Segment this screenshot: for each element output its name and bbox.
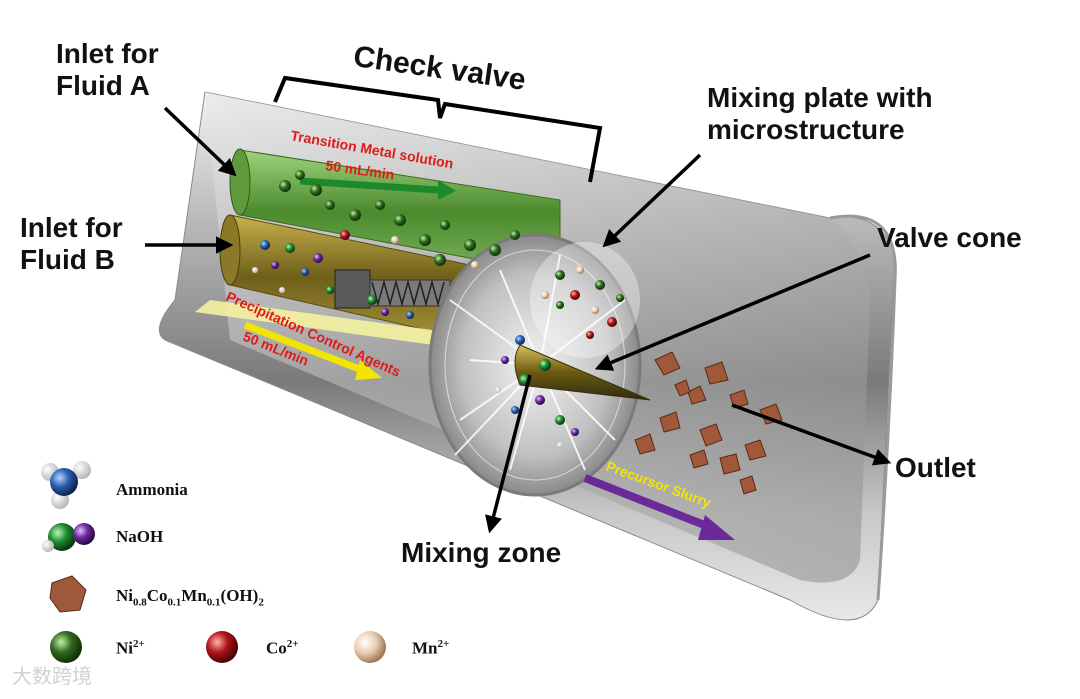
inlet-b-label-line2: Fluid B: [20, 244, 115, 276]
legend-mn-charge: 2+: [437, 638, 450, 650]
mixing-plate-label-line2: microstructure: [707, 114, 905, 146]
inlet-b-label: Inlet for Fluid B: [20, 212, 123, 276]
legend-precursor-sub2: 0.1: [167, 596, 182, 609]
legend-co-base: Co: [266, 638, 287, 658]
mixing-plate-label-line1: Mixing plate with: [707, 82, 933, 113]
plate-particles: [495, 266, 624, 448]
outlet-particles: [634, 351, 783, 495]
slurry-arrow: [583, 474, 735, 540]
ni-ion-icon: [50, 631, 82, 663]
legend-precursor-sub4: 2: [258, 596, 264, 609]
legend-ammonia: Ammonia: [116, 480, 188, 499]
valve-cone-label: Valve cone: [877, 222, 1022, 253]
mixing-plate-label: Mixing plate with microstructure: [707, 82, 933, 146]
legend-precursor: Ni0.8Co0.1Mn0.1(OH)2: [116, 586, 264, 608]
valve-cone: [514, 344, 651, 401]
inlet-a-label: Inlet for Fluid A: [56, 38, 159, 102]
inlet-a-label-line2: Fluid A: [56, 70, 150, 102]
legend-icons: [41, 461, 386, 663]
watermark: 大数跨境: [12, 664, 92, 688]
legend-ni-charge: 2+: [133, 638, 145, 650]
legend-mn-base: Mn: [412, 638, 438, 658]
legend-precursor-ni: Ni: [116, 586, 133, 605]
co-ion-icon: [206, 631, 238, 663]
legend-mn: Mn2+: [412, 638, 449, 659]
inlet-a-label-line1: Inlet for: [56, 38, 159, 69]
outlet-label: Outlet: [895, 452, 976, 483]
check-valve-bracket: [273, 75, 603, 183]
legend-co-charge: 2+: [286, 638, 299, 650]
legend-precursor-mn: Mn: [181, 586, 207, 605]
inlet-b-label-line1: Inlet for: [20, 212, 123, 243]
legend-co: Co2+: [266, 638, 299, 659]
mixing-zone-label: Mixing zone: [401, 537, 562, 568]
precursor-particle-icon: [49, 575, 87, 613]
legend-precursor-co: Co: [146, 586, 168, 605]
naoh-icon: [42, 523, 95, 552]
legend-ni-base: Ni: [116, 638, 133, 658]
legend-precursor-sub3: 0.1: [206, 596, 221, 609]
legend-ni: Ni2+: [116, 638, 145, 659]
legend-precursor-oh: (OH): [220, 586, 259, 605]
leader-arrows: [145, 106, 892, 534]
legend-precursor-sub1: 0.8: [133, 596, 147, 609]
ammonia-icon: [41, 461, 91, 509]
fluid-b-particles: [252, 240, 414, 319]
legend-naoh: NaOH: [116, 527, 164, 546]
fluid-a-particles: [279, 170, 520, 269]
mn-ion-icon: [354, 631, 386, 663]
